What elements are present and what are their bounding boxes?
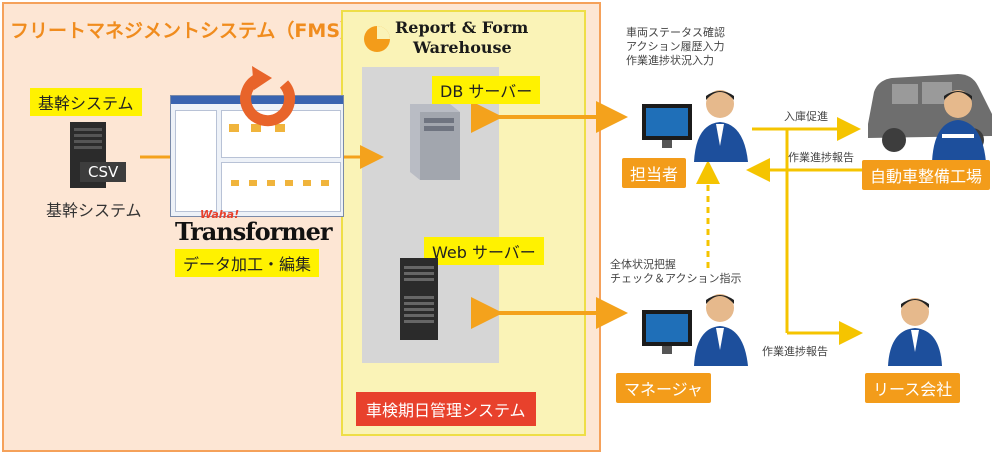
inspection-system-label: 車検期日管理システム bbox=[356, 392, 536, 426]
staff-note-1: 車両ステータス確認 bbox=[626, 26, 725, 39]
staff-person-icon bbox=[642, 90, 748, 162]
garage-label: 自動車整備工場 bbox=[862, 160, 991, 190]
entry-prompt-text: 入庫促進 bbox=[784, 110, 828, 123]
lease-label: リース会社 bbox=[865, 373, 961, 403]
staff-note-3: 作業進捗状況入力 bbox=[626, 54, 714, 67]
core-system-label: 基幹システム bbox=[30, 88, 142, 116]
lease-person-icon bbox=[888, 298, 942, 366]
csv-badge: CSV bbox=[80, 162, 127, 182]
rfw-title-line2: Warehouse bbox=[413, 38, 512, 57]
transformer-logo: Transformer bbox=[175, 217, 333, 246]
manager-note-2: チェック＆アクション指示 bbox=[610, 272, 742, 285]
fms-title: フリートマネジメントシステム（FMS） bbox=[10, 20, 360, 42]
refresh-cycle-icon bbox=[240, 66, 296, 127]
car-mechanic-icon bbox=[868, 74, 992, 162]
web-server-label: Web サーバー bbox=[424, 237, 544, 265]
manager-notes: 全体状況把握 チェック＆アクション指示 bbox=[610, 258, 741, 286]
web-server-icon bbox=[400, 258, 438, 340]
rfw-title: Report & Form Warehouse bbox=[395, 18, 528, 58]
staff-note-2: アクション履歴入力 bbox=[626, 40, 725, 53]
waha-tag: Waha! bbox=[200, 208, 240, 221]
staff-notes: 車両ステータス確認 アクション履歴入力 作業進捗状況入力 bbox=[626, 26, 725, 68]
progress-report-text-2: 作業進捗報告 bbox=[762, 345, 828, 358]
manager-label: マネージャ bbox=[616, 373, 711, 403]
staff-label: 担当者 bbox=[622, 158, 687, 188]
manager-person-icon bbox=[642, 294, 748, 366]
transformer-label: データ加工・編集 bbox=[175, 249, 320, 277]
rfw-title-line1: Report & Form bbox=[395, 18, 529, 37]
rfw-logo-icon bbox=[364, 26, 390, 52]
db-server-icon bbox=[410, 104, 460, 180]
core-system-caption: 基幹システム bbox=[46, 201, 142, 220]
db-server-label: DB サーバー bbox=[432, 76, 541, 104]
manager-note-1: 全体状況把握 bbox=[610, 258, 676, 271]
progress-report-text-1: 作業進捗報告 bbox=[788, 151, 854, 164]
